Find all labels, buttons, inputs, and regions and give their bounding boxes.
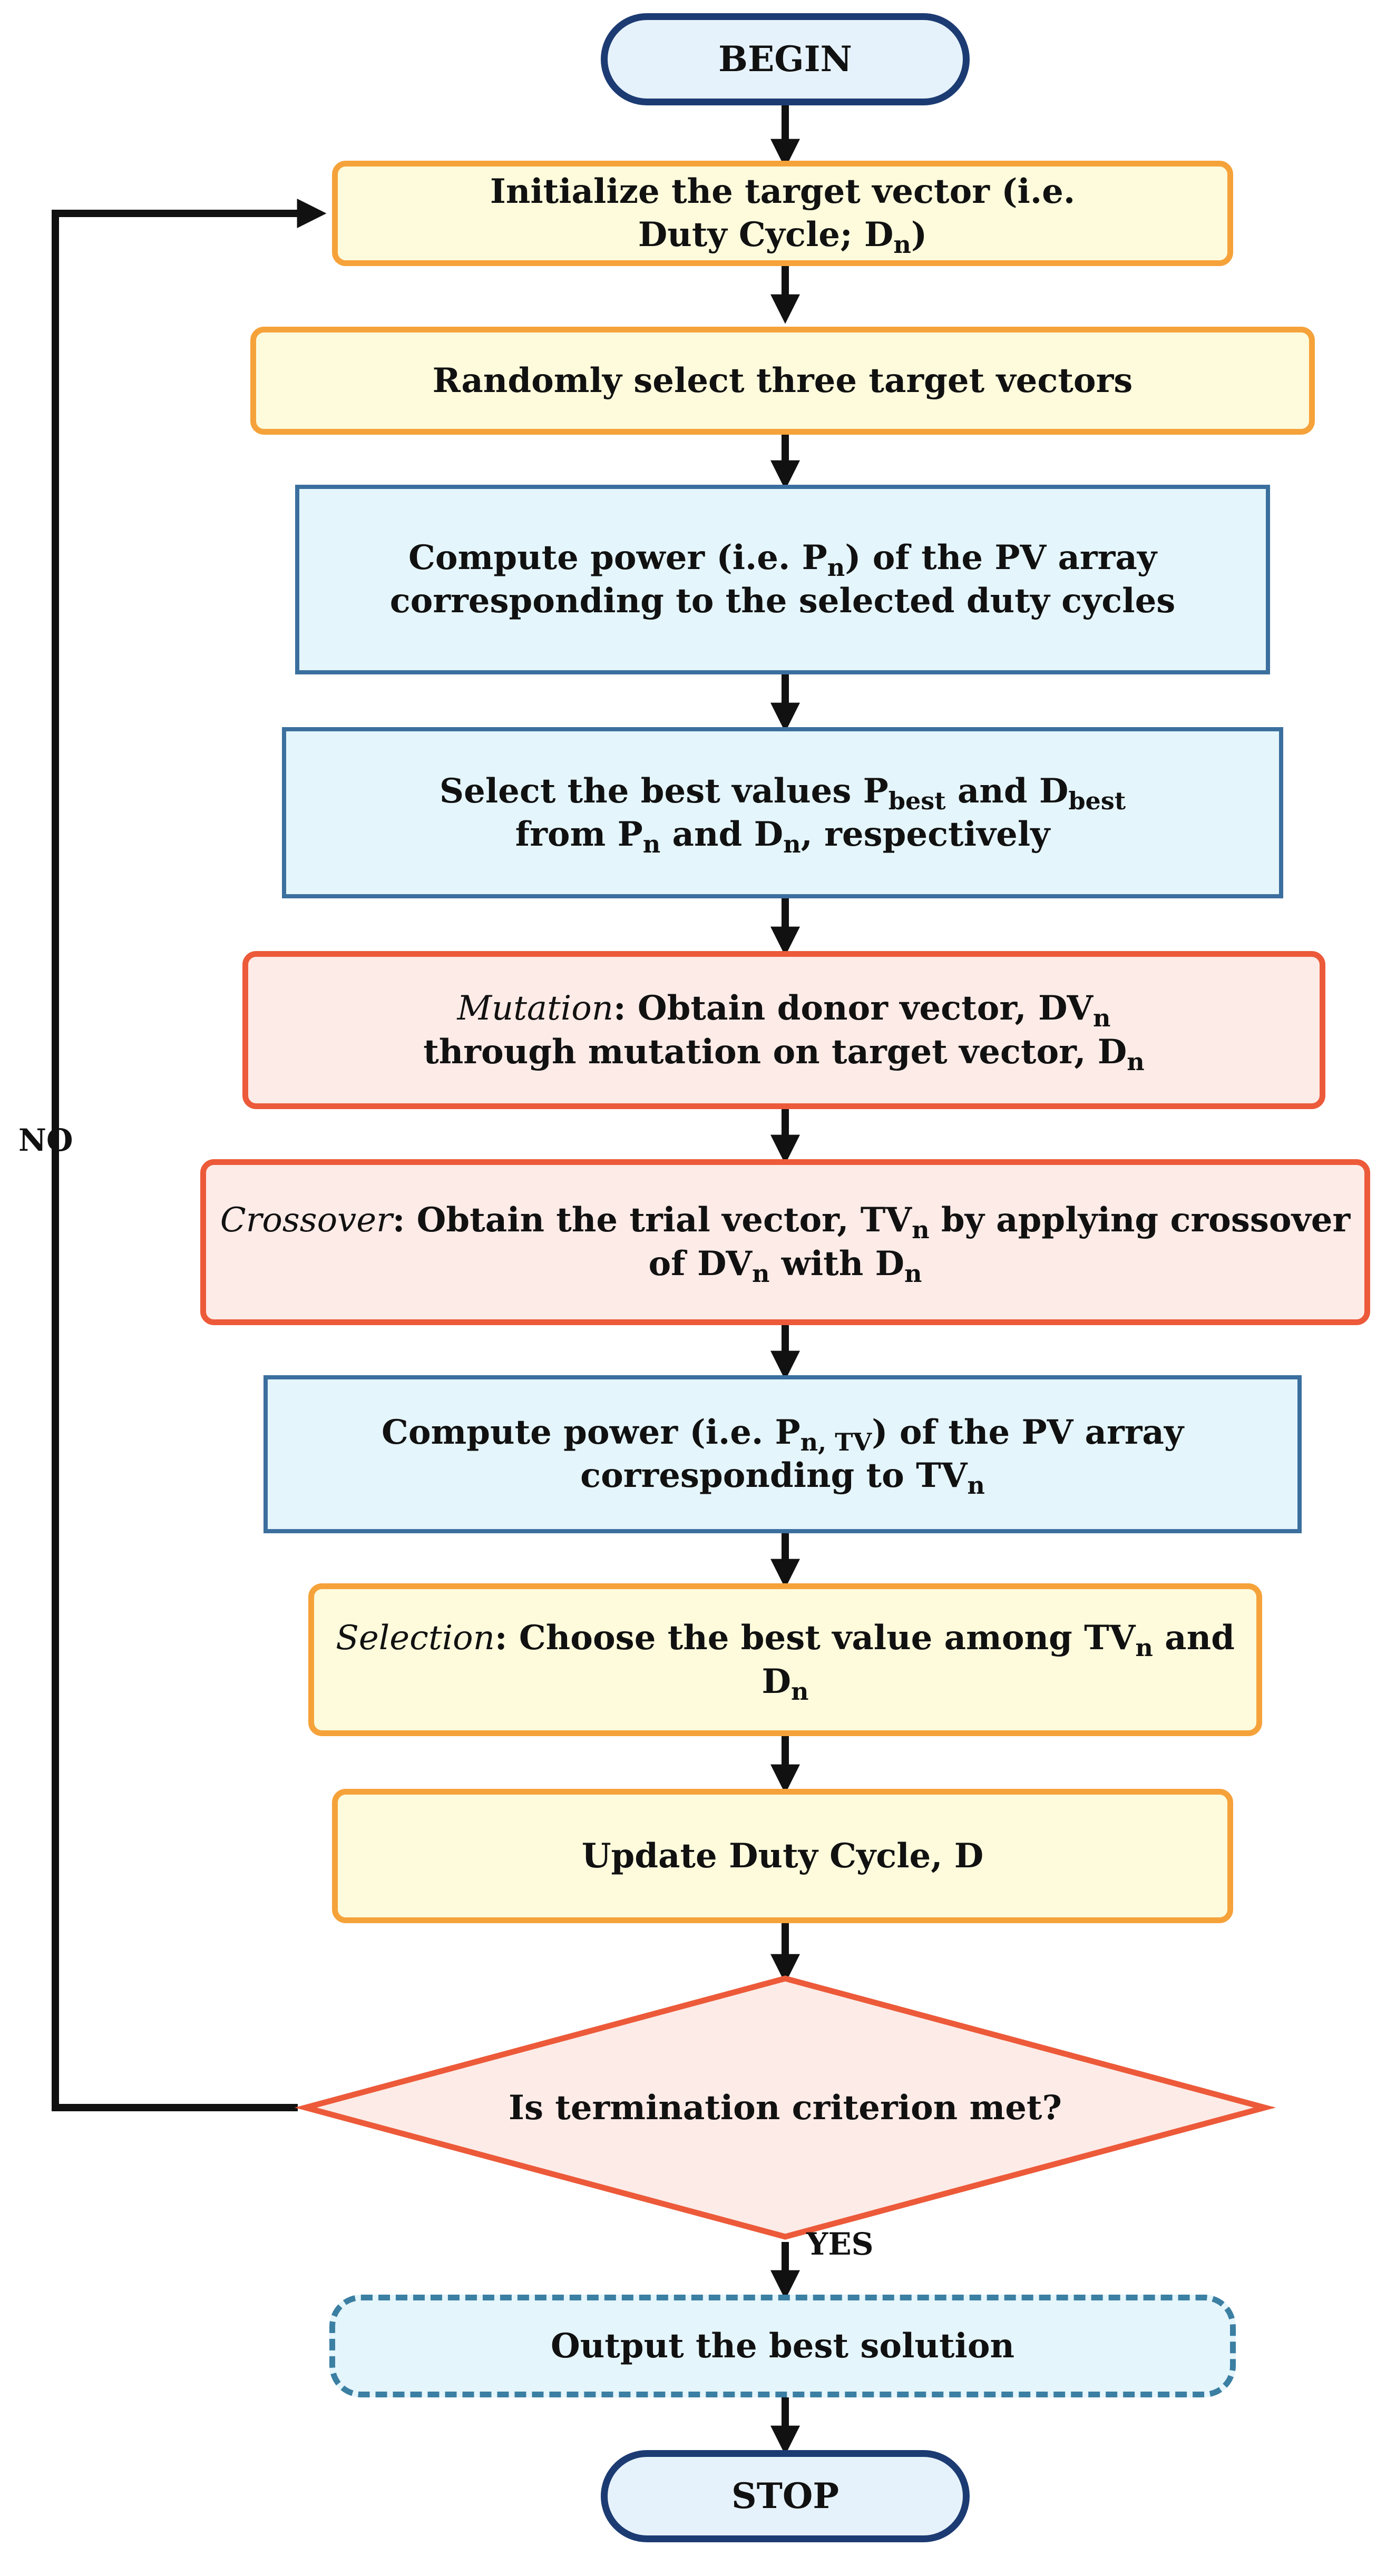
step-selection: Selection: Choose the best value among T… — [308, 1583, 1262, 1736]
arrow-no-loop — [52, 199, 327, 2111]
step-select-best-text: Select the best values Pbest and Dbest f… — [439, 771, 1126, 858]
step-compute-power: Compute power (i.e. Pn) of the PV array … — [295, 485, 1270, 674]
step-output-best-solution: Output the best solution — [329, 2295, 1236, 2397]
step-crossover: Crossover: Obtain the trial vector, TVn … — [200, 1159, 1370, 1325]
stop-label: STOP — [731, 2475, 839, 2517]
step-output-best-solution-text: Output the best solution — [550, 2326, 1015, 2366]
step-crossover-text: Crossover: Obtain the trial vector, TVn … — [220, 1200, 1351, 1288]
step-mutation-text: Mutation: Obtain donor vector, DVn throu… — [423, 988, 1145, 1076]
step-mutation: Mutation: Obtain donor vector, DVn throu… — [242, 951, 1325, 1109]
step-update-duty-cycle: Update Duty Cycle, D — [332, 1789, 1233, 1923]
step-random-select: Randomly select three target vectors — [250, 327, 1315, 435]
step-initialize-text: Initialize the target vector (i.e. Duty … — [490, 172, 1076, 259]
step-compute-power-tv-text: Compute power (i.e. Pn, TV) of the PV ar… — [381, 1413, 1184, 1500]
decision-diamond — [294, 1975, 1276, 2240]
step-select-best: Select the best values Pbest and Dbest f… — [282, 727, 1283, 898]
step-compute-power-tv: Compute power (i.e. Pn, TV) of the PV ar… — [263, 1375, 1302, 1533]
decision-question: Is termination criterion met? — [509, 2088, 1062, 2128]
step-initialize: Initialize the target vector (i.e. Duty … — [332, 161, 1233, 266]
step-compute-power-text: Compute power (i.e. Pn) of the PV array … — [389, 538, 1176, 621]
step-selection-text: Selection: Choose the best value among T… — [336, 1618, 1235, 1706]
begin-terminal: BEGIN — [601, 13, 970, 105]
begin-label: BEGIN — [718, 38, 852, 80]
stop-terminal: STOP — [601, 2450, 970, 2542]
step-update-duty-cycle-text: Update Duty Cycle, D — [581, 1836, 984, 1876]
yes-label: YES — [806, 2226, 874, 2262]
no-label: NO — [18, 1122, 73, 1158]
step-random-select-text: Randomly select three target vectors — [432, 360, 1133, 400]
